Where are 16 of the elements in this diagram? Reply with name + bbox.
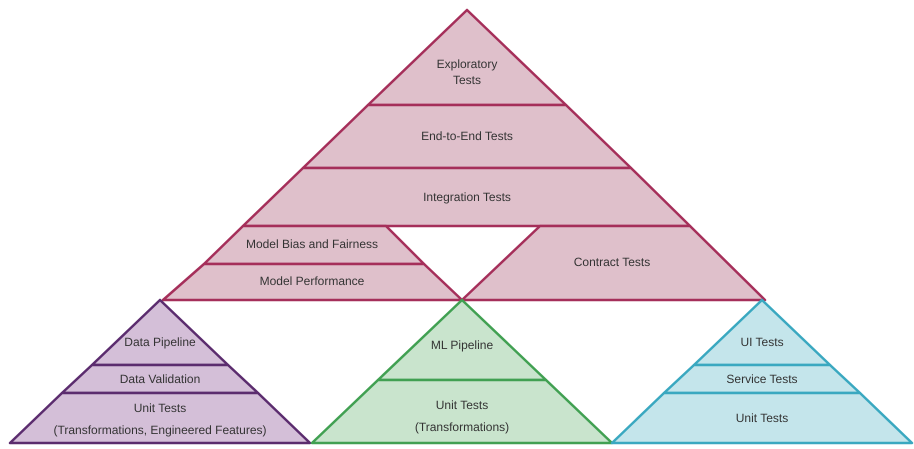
tier-label: Data Validation: [120, 371, 200, 387]
tier-label: Model Performance: [260, 273, 364, 289]
tier-label: UI Tests: [740, 334, 784, 350]
tier-label: Unit Tests: [736, 410, 788, 426]
tier-label: Data Pipeline: [124, 334, 196, 350]
tier-label: Exploratory Tests: [436, 56, 498, 88]
tier-label: Unit Tests: [436, 397, 488, 413]
tier-label: (Transformations, Engineered Features): [54, 422, 266, 438]
tier-label: Unit Tests: [134, 400, 186, 416]
tier-label: (Transformations): [414, 419, 510, 435]
tier-label: Service Tests: [726, 371, 798, 387]
tier-label: End-to-End Tests: [421, 128, 513, 144]
tier-label: Contract Tests: [574, 254, 650, 270]
tier-label: ML Pipeline: [430, 337, 494, 353]
tier-label: Model Bias and Fairness: [246, 236, 378, 252]
tier-label: Integration Tests: [423, 189, 511, 205]
